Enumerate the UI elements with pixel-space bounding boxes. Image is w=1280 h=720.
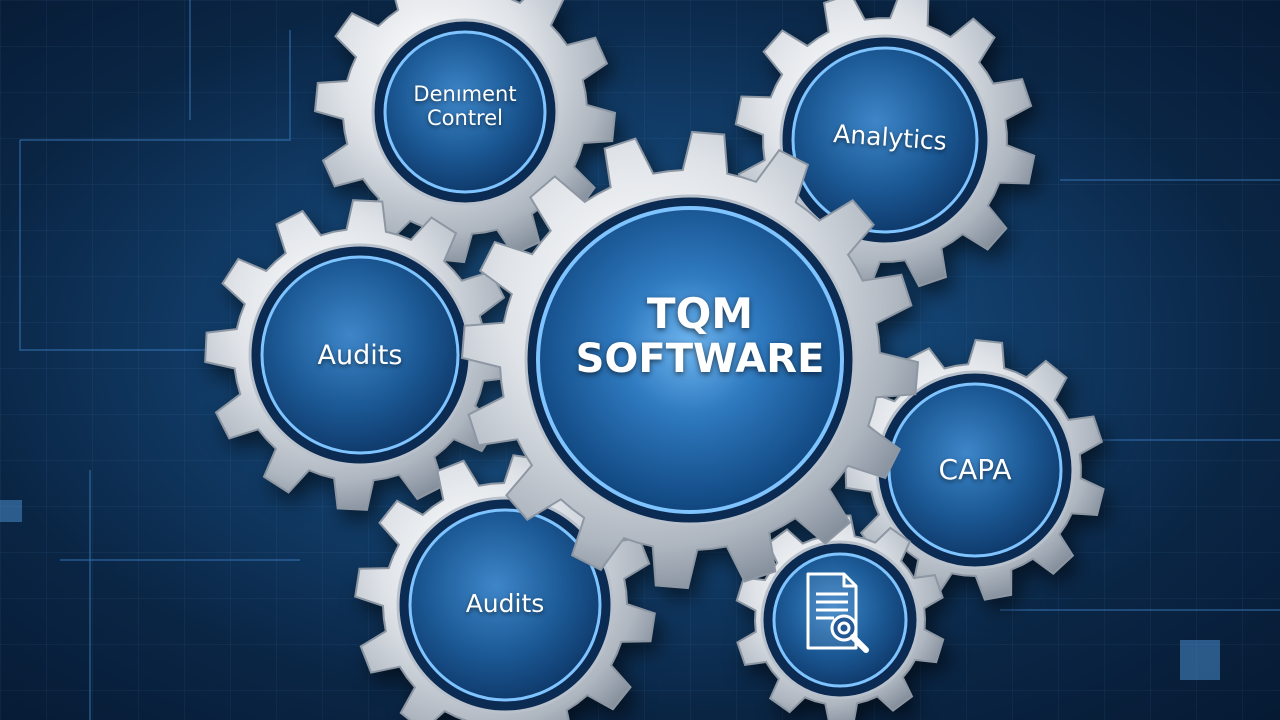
gear-center	[460, 130, 920, 590]
gear-top-right-face	[791, 46, 979, 234]
gear-left-face	[260, 255, 460, 455]
gear-bottom-left-face	[408, 508, 602, 702]
gear-label-right: CAPA	[938, 453, 1012, 486]
gear-right	[844, 338, 1105, 601]
gear-bottom-left	[354, 454, 656, 720]
gear-label-top-left-line2: Contrel	[427, 106, 503, 131]
gear-label-top-left: Denıment Contrel	[395, 82, 535, 130]
gear-label-top-left-line1: Denıment	[413, 82, 517, 106]
center-title: TQM SOFTWARE	[555, 290, 845, 382]
gear-label-bottom-left: Audits	[465, 589, 545, 618]
center-title-line1: TQM	[646, 289, 754, 338]
gear-top-left-face	[383, 30, 547, 194]
center-title-line2: SOFTWARE	[575, 336, 825, 383]
gear-top-left	[313, 0, 617, 264]
gear-label-left: Audits	[317, 340, 403, 371]
gear-center-face	[536, 206, 844, 514]
document-magnifier-icon	[806, 572, 869, 653]
